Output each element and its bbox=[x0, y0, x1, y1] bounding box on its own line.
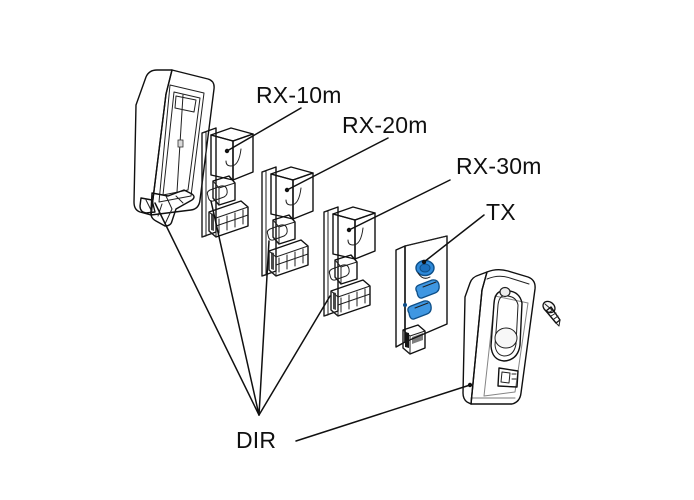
mounting-screw bbox=[542, 300, 561, 327]
rx-20m-circuit-board bbox=[261, 166, 314, 277]
leader-line-dir-rx20m bbox=[258, 240, 270, 416]
leader-line-dir-cover bbox=[295, 384, 471, 442]
label-dir: DIR bbox=[236, 427, 276, 453]
leader-line-dir-rx30m bbox=[258, 295, 331, 416]
leader-line-rx20m bbox=[286, 137, 389, 191]
label-rx-20m: RX-20m bbox=[342, 112, 428, 138]
front-cover-with-lens-window bbox=[462, 269, 536, 405]
label-rx-10m: RX-10m bbox=[256, 82, 342, 108]
leader-line-rx10m bbox=[226, 107, 302, 152]
leader-line-dir-housing bbox=[154, 202, 260, 416]
label-tx: TX bbox=[486, 199, 516, 225]
label-rx-30m: RX-30m bbox=[456, 153, 542, 179]
leader-lines-group bbox=[154, 107, 485, 442]
rear-housing-enclosure bbox=[133, 69, 215, 227]
rx-30m-circuit-board bbox=[323, 206, 376, 317]
leader-line-tx bbox=[423, 214, 485, 263]
tx-transmitter-board bbox=[395, 235, 448, 355]
leader-line-dir-rx10m bbox=[210, 200, 260, 416]
labels-group: RX-10m RX-20m RX-30m TX DIR bbox=[236, 82, 542, 453]
rx-10m-circuit-board bbox=[201, 127, 254, 238]
leader-line-rx30m bbox=[348, 179, 451, 231]
